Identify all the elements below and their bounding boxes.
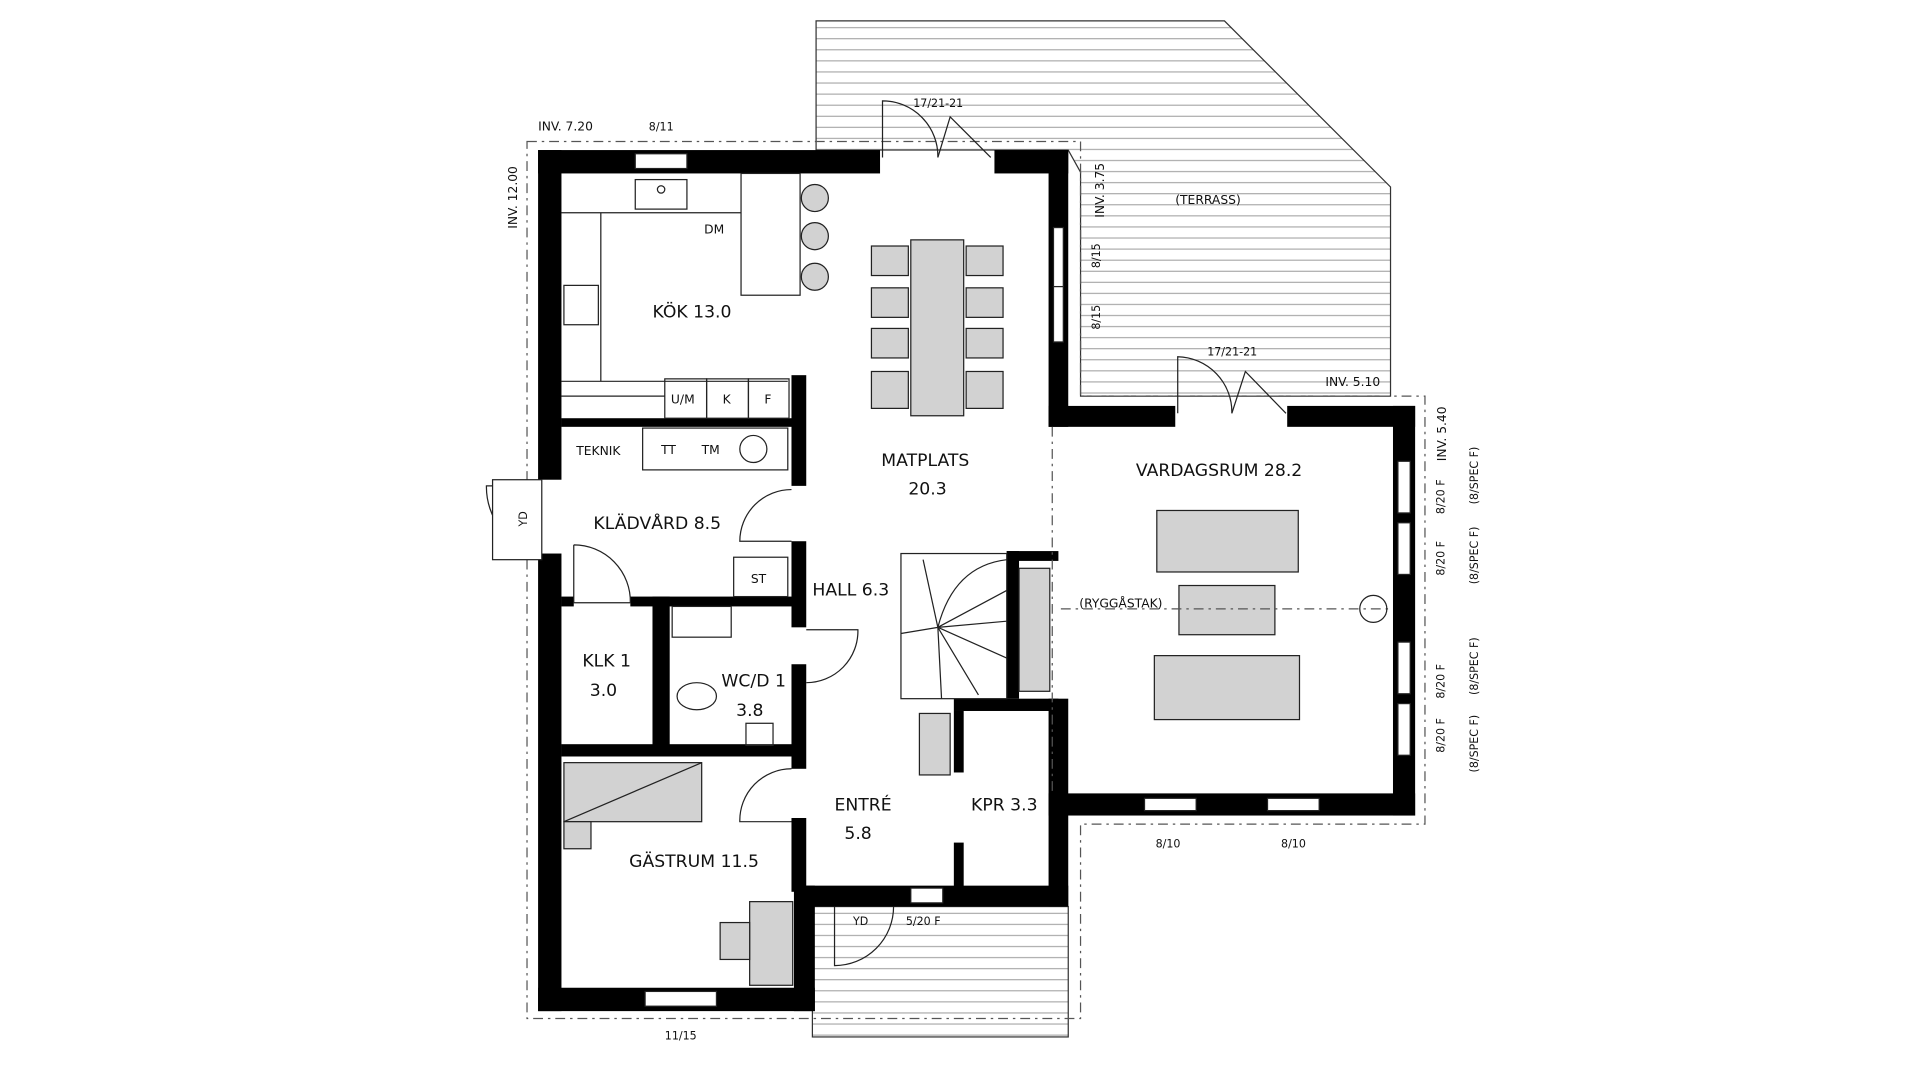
win-815-a: 8/15: [1090, 243, 1103, 268]
room-label-entre: ENTRÉ: [835, 794, 892, 816]
label-tm: TM: [701, 443, 720, 457]
spec-4: (8/SPEC F): [1468, 715, 1481, 773]
win-820f-1: 8/20 F: [1435, 479, 1448, 514]
label-um: U/M: [671, 392, 695, 406]
spec-1: (8/SPEC F): [1468, 447, 1481, 505]
room-area-klk: 3.0: [590, 681, 617, 701]
door-top-label: 17/21-21: [913, 97, 963, 110]
win-811: 8/11: [649, 120, 674, 133]
terrace-entry: [811, 905, 1069, 1038]
win-820f-4: 8/20 F: [1435, 718, 1448, 753]
win-820f-3: 8/20 F: [1435, 664, 1448, 699]
terrace-label: (TERRASS): [1175, 193, 1241, 207]
room-label-teknik: TEKNIK: [575, 444, 621, 458]
doors: [485, 100, 1287, 967]
label-st: ST: [751, 572, 767, 586]
room-label-kpr: KPR 3.3: [971, 796, 1037, 816]
room-label-kok: KÖK 13.0: [652, 300, 731, 322]
win-815-b: 8/15: [1090, 305, 1103, 330]
staircase: [900, 552, 1051, 776]
room-label-gastrum: GÄSTRUM 11.5: [629, 851, 759, 872]
room-area-entre: 5.8: [844, 824, 871, 844]
wc-fixtures: [671, 605, 774, 747]
label-f: F: [764, 392, 771, 406]
inv-1200: INV. 12.00: [506, 166, 520, 229]
inv-375: INV. 3.75: [1093, 163, 1107, 218]
win-810-a: 8/10: [1156, 838, 1181, 851]
label-k: K: [723, 392, 732, 406]
door-terrace-label: 17/21-21: [1207, 345, 1257, 358]
label-tt: TT: [660, 443, 676, 457]
room-label-kladvard: KLÄDVÅRD 8.5: [593, 512, 721, 534]
terrace-top: [815, 20, 1392, 397]
spec-2: (8/SPEC F): [1468, 527, 1481, 585]
win-810-b: 8/10: [1281, 838, 1306, 851]
dining-table: [870, 239, 1004, 417]
win-820f-2: 8/20 F: [1435, 541, 1448, 576]
living-furniture: [1051, 426, 1391, 794]
room-label-vardagsrum: VARDAGSRUM 28.2: [1136, 461, 1302, 481]
inv-720: INV. 7.20: [538, 119, 593, 133]
door-520f: 5/20 F: [906, 915, 941, 928]
exterior-walls: [538, 150, 1416, 1012]
inv-510: INV. 5.10: [1325, 375, 1380, 389]
label-yd-bottom: YD: [852, 915, 868, 928]
label-dm: DM: [704, 223, 724, 237]
room-label-wcd: WC/D 1: [721, 671, 786, 691]
win-1115: 11/15: [665, 1029, 697, 1042]
room-area-matplats: 20.3: [908, 479, 946, 499]
room-area-wcd: 3.8: [736, 701, 763, 721]
eave-outline: [526, 140, 1426, 1020]
guest-room-furniture: [563, 762, 794, 986]
inv-540: INV. 5.40: [1435, 406, 1449, 461]
ryggastak-label: (RYGGÅSTAK): [1079, 596, 1162, 611]
label-yd-left: YD: [517, 511, 530, 527]
spec-3: (8/SPEC F): [1468, 637, 1481, 695]
kitchen-fixtures: [561, 172, 829, 598]
room-label-klk: KLK 1: [582, 652, 631, 672]
room-label-hall: HALL 6.3: [812, 580, 889, 600]
interior-walls: [561, 375, 1059, 892]
windows: [634, 153, 1411, 1007]
room-label-matplats: MATPLATS: [881, 451, 969, 471]
